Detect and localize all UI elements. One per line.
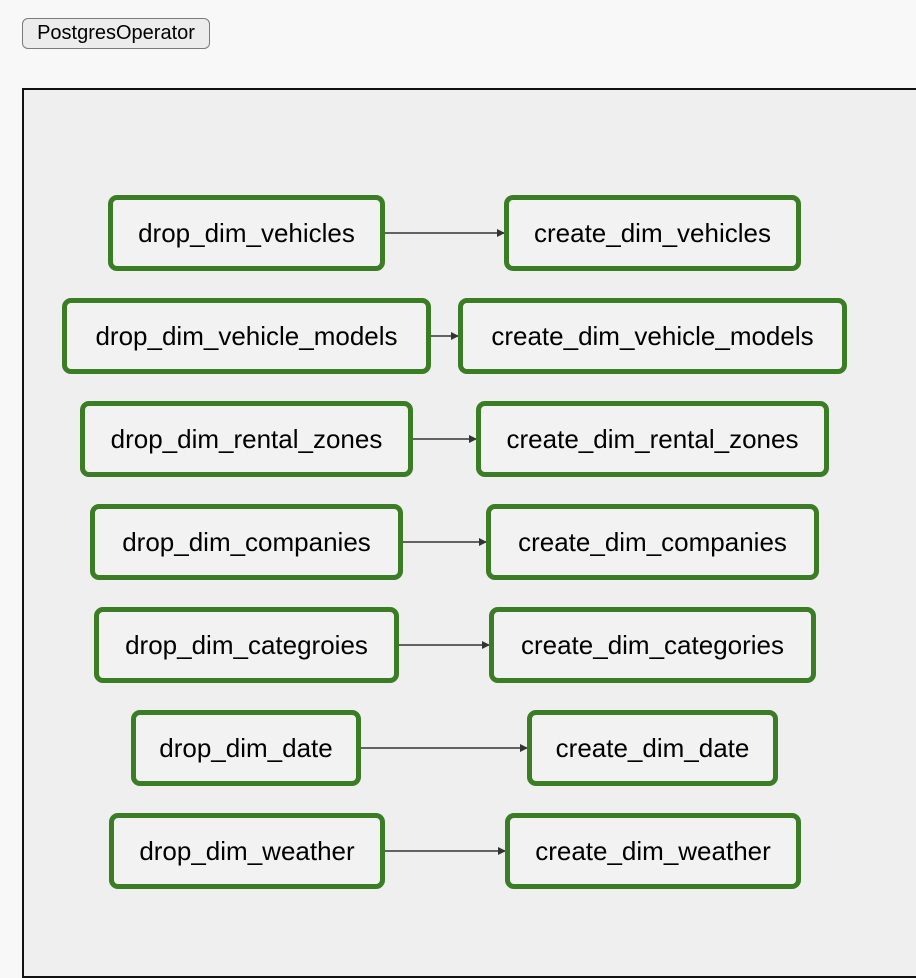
task-node-create-dim-vehicles[interactable]: create_dim_vehicles bbox=[504, 195, 801, 271]
task-node-create-dim-weather[interactable]: create_dim_weather bbox=[505, 813, 801, 889]
task-node-drop-dim-date[interactable]: drop_dim_date bbox=[131, 710, 361, 786]
task-node-drop-dim-vehicles[interactable]: drop_dim_vehicles bbox=[108, 195, 385, 271]
task-node-create-dim-categories[interactable]: create_dim_categories bbox=[489, 607, 816, 683]
task-node-drop-dim-categroies[interactable]: drop_dim_categroies bbox=[94, 607, 399, 683]
task-node-drop-dim-companies[interactable]: drop_dim_companies bbox=[90, 504, 403, 580]
task-node-create-dim-vehicle-models[interactable]: create_dim_vehicle_models bbox=[458, 298, 847, 374]
operator-filter-button[interactable]: PostgresOperator bbox=[22, 18, 210, 49]
task-node-drop-dim-rental-zones[interactable]: drop_dim_rental_zones bbox=[80, 401, 413, 477]
task-node-drop-dim-weather[interactable]: drop_dim_weather bbox=[109, 813, 385, 889]
task-node-create-dim-rental-zones[interactable]: create_dim_rental_zones bbox=[476, 401, 829, 477]
task-node-create-dim-companies[interactable]: create_dim_companies bbox=[486, 504, 819, 580]
task-node-drop-dim-vehicle-models[interactable]: drop_dim_vehicle_models bbox=[62, 298, 431, 374]
task-node-create-dim-date[interactable]: create_dim_date bbox=[527, 710, 778, 786]
